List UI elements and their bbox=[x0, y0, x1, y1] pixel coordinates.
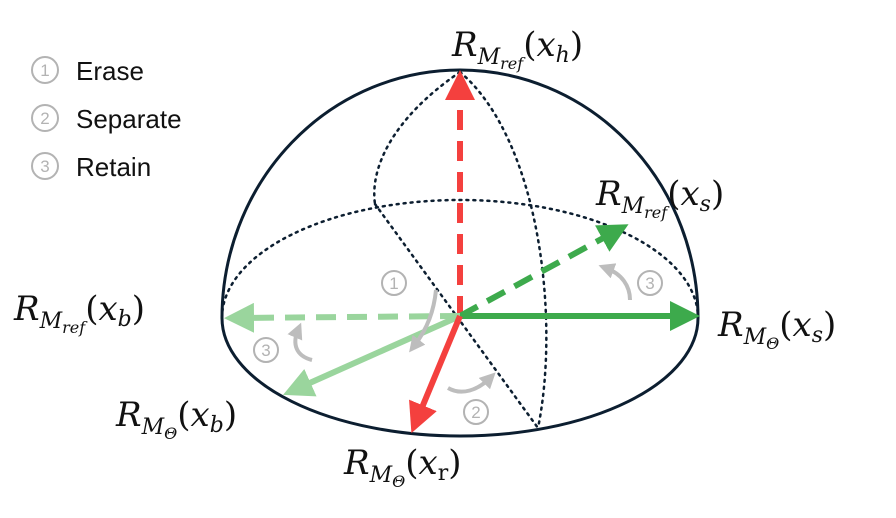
retain-left-curve-arrow bbox=[287, 322, 313, 362]
legend-item-erase: 1 Erase bbox=[31, 56, 144, 86]
marker-separate: 2 bbox=[463, 399, 489, 425]
legend-label-erase: Erase bbox=[76, 56, 144, 86]
arrow-theta-xb bbox=[283, 313, 462, 397]
marker-retain-right: 3 bbox=[637, 270, 663, 296]
arrow-theta-xr bbox=[409, 314, 463, 434]
svg-text:2: 2 bbox=[471, 403, 480, 422]
meridian-left bbox=[373, 70, 462, 206]
legend: 1 Erase 2 Separate 3 Retain bbox=[31, 56, 182, 182]
svg-text:3: 3 bbox=[645, 274, 654, 293]
marker-erase: 1 bbox=[381, 270, 407, 296]
label-right-upper: RMref(xs) bbox=[595, 174, 724, 222]
arrow-ref-xb bbox=[224, 302, 461, 333]
legend-item-separate: 2 Separate bbox=[31, 104, 182, 134]
marker-retain-left: 3 bbox=[253, 337, 279, 363]
label-top: RMref(xh) bbox=[451, 25, 583, 73]
label-right-lower: RMΘ(xs) bbox=[717, 305, 836, 353]
svg-text:1: 1 bbox=[40, 61, 49, 80]
svg-text:1: 1 bbox=[389, 274, 398, 293]
label-left-lower: RMΘ(xb) bbox=[115, 395, 237, 443]
hemisphere-base-front bbox=[220, 317, 700, 438]
legend-label-separate: Separate bbox=[76, 104, 182, 134]
legend-label-retain: Retain bbox=[76, 152, 151, 182]
diameter-dotted bbox=[373, 202, 540, 430]
label-bottom: RMΘ(xr) bbox=[343, 443, 462, 491]
legend-item-retain: 3 Retain bbox=[31, 152, 151, 182]
hemisphere-base-back bbox=[220, 198, 700, 320]
svg-text:3: 3 bbox=[40, 157, 49, 176]
retain-right-curve-arrow bbox=[598, 263, 632, 301]
svg-text:3: 3 bbox=[261, 341, 270, 360]
svg-text:2: 2 bbox=[40, 109, 49, 128]
meridian-right bbox=[458, 70, 548, 430]
erase-curve-arrow bbox=[409, 289, 438, 353]
separate-curve-arrow bbox=[447, 372, 496, 394]
label-left-upper: RMref(xb) bbox=[13, 289, 145, 337]
